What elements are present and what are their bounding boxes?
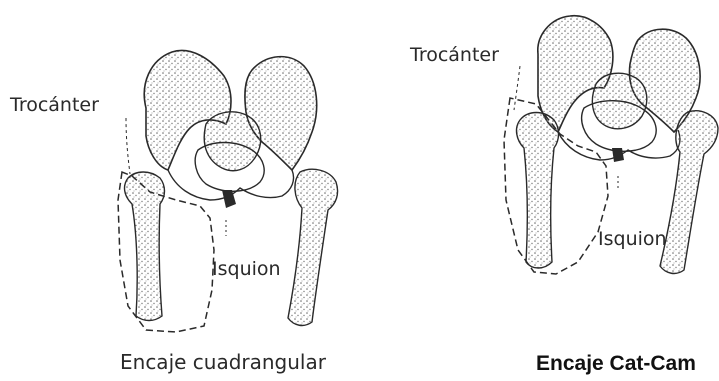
- caption: Encaje Cat-Cam: [536, 352, 696, 376]
- sacrum: [204, 112, 260, 171]
- right-femur: [288, 169, 338, 325]
- left-femur: [517, 113, 559, 269]
- pubic-symphysis: [612, 148, 624, 162]
- trochanter-leader: [126, 118, 130, 174]
- ischium-label: Isquion: [598, 228, 667, 250]
- trochanter-label: Trocánter: [10, 94, 99, 116]
- right-femur: [660, 111, 718, 274]
- ischium-label: Isquion: [212, 258, 281, 280]
- trochanter-label: Trocánter: [410, 44, 499, 66]
- pelvis-illustration-quadrilateral: [0, 0, 360, 381]
- panel-quadrilateral-socket: Trocánter Isquion Encaje cuadrangular: [0, 0, 360, 381]
- lower-pelvis: [168, 170, 294, 200]
- caption: Encaje cuadrangular: [120, 350, 326, 374]
- panel-catcam-socket: Trocánter Isquion Encaje Cat-Cam: [360, 0, 719, 381]
- trochanter-leader: [514, 66, 520, 110]
